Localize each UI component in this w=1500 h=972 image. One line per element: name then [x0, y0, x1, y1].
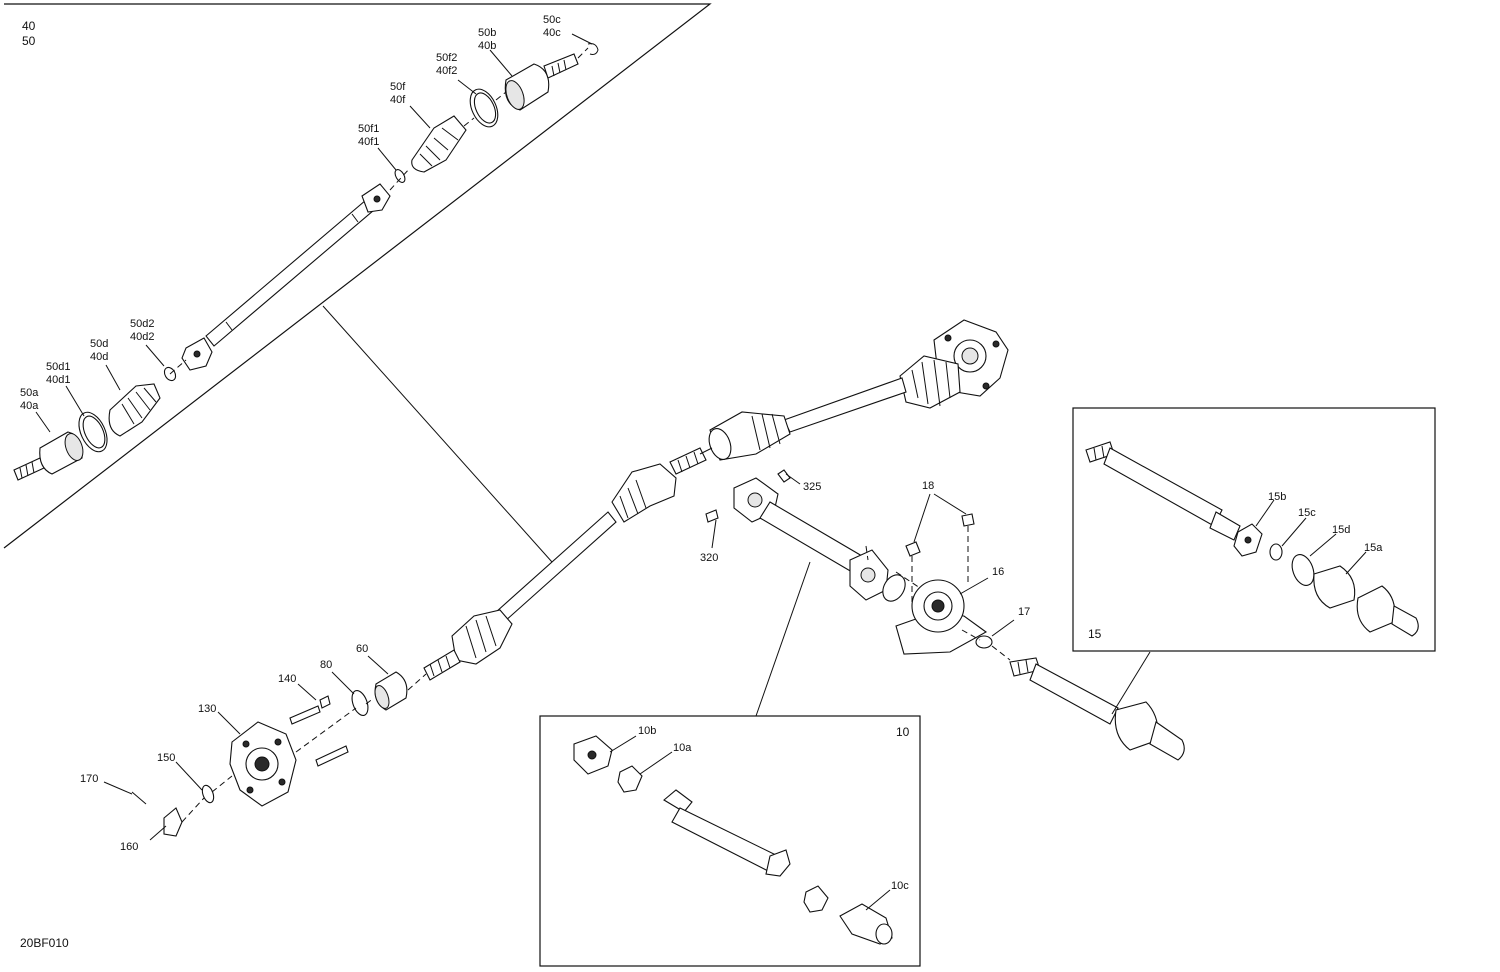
label-40b: 40b — [478, 40, 496, 52]
label-40c: 40c — [543, 27, 561, 39]
label-60: 60 — [356, 643, 368, 655]
label-15d: 15d — [1332, 524, 1350, 536]
label-170: 170 — [80, 773, 98, 785]
inset-10-leaders — [609, 735, 891, 911]
label-50a: 50a — [20, 387, 39, 399]
inset-10-parts — [573, 735, 893, 945]
label-40d1: 40d1 — [46, 374, 70, 386]
label-15b: 15b — [1268, 491, 1286, 503]
inset-label-10: 10 — [896, 725, 910, 739]
inset-frame-40-50 — [3, 3, 712, 563]
inset-15-parts — [1085, 441, 1419, 637]
label-140: 140 — [278, 673, 296, 685]
label-50c: 50c — [543, 14, 561, 26]
prop-shaft-assembly — [705, 469, 1185, 761]
label-40d2: 40d2 — [130, 331, 154, 343]
main-labels: 60 80 140 130 150 170 160 — [80, 643, 368, 853]
label-15a: 15a — [1364, 542, 1383, 554]
label-10a: 10a — [673, 742, 692, 754]
label-16: 16 — [992, 566, 1004, 578]
label-40d: 40d — [90, 351, 108, 363]
label-10b: 10b — [638, 725, 656, 737]
label-325: 325 — [803, 481, 821, 493]
label-10c: 10c — [891, 880, 909, 892]
inset-leaders — [35, 33, 593, 433]
label-50d1: 50d1 — [46, 361, 70, 373]
main-drive-shaft — [423, 319, 1009, 681]
inset-labels: 50c 40c 50b 40b 50f2 40f2 50f 40f 50f1 4… — [20, 14, 561, 412]
inset-label-15: 15 — [1088, 627, 1102, 641]
inset-10-labels: 10b 10a 10c — [638, 725, 909, 892]
label-40f: 40f — [390, 94, 406, 106]
label-160: 160 — [120, 841, 138, 853]
label-40f1: 40f1 — [358, 136, 379, 148]
main-leaders — [103, 655, 389, 841]
label-15c: 15c — [1298, 507, 1316, 519]
inset-axle-parts — [13, 43, 599, 481]
label-150: 150 — [157, 752, 175, 764]
label-320: 320 — [700, 552, 718, 564]
prop-leaders — [711, 473, 1015, 637]
inset-15-leaders — [1255, 499, 1367, 575]
label-40f2: 40f2 — [436, 65, 457, 77]
label-50f1: 50f1 — [358, 123, 379, 135]
inset-label-50: 50 — [22, 34, 36, 48]
inset-frame-10 — [539, 561, 921, 967]
label-17: 17 — [1018, 606, 1030, 618]
axis-link — [699, 447, 713, 455]
label-40a: 40a — [20, 400, 39, 412]
label-80: 80 — [320, 659, 332, 671]
label-130: 130 — [198, 703, 216, 715]
label-50d2: 50d2 — [130, 318, 154, 330]
label-18: 18 — [922, 480, 934, 492]
inset-label-40: 40 — [22, 19, 36, 33]
label-50b: 50b — [478, 27, 496, 39]
label-50f: 50f — [390, 81, 406, 93]
prop-labels: 325 320 18 16 17 — [700, 480, 1030, 618]
label-50d: 50d — [90, 338, 108, 350]
inset-frame-15 — [1072, 407, 1436, 715]
wheel-hub-parts — [131, 671, 427, 837]
label-50f2: 50f2 — [436, 52, 457, 64]
inset-15-labels: 15b 15c 15d 15a — [1268, 491, 1383, 554]
document-code: 20BF010 — [20, 936, 69, 950]
